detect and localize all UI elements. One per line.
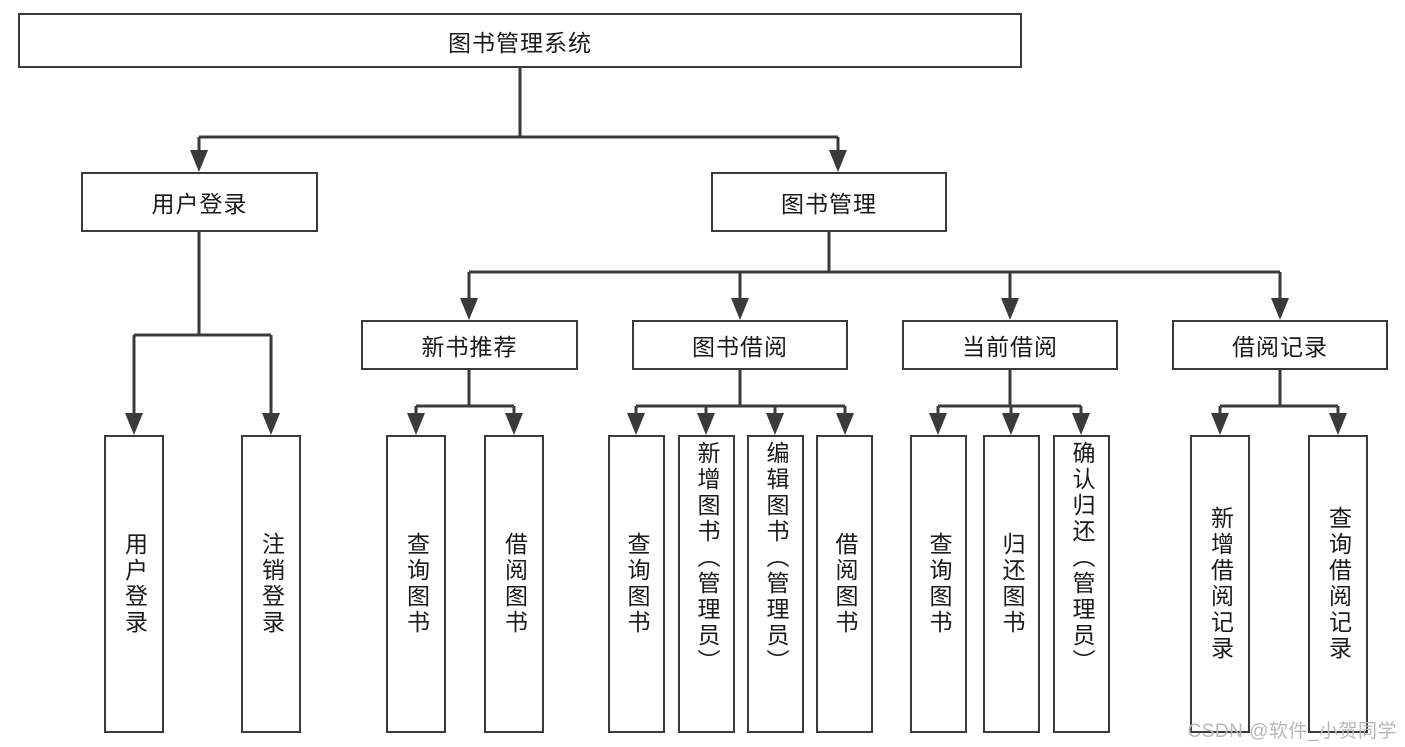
node-label: 借阅记录 — [1232, 334, 1328, 360]
arrowhead-icon — [505, 413, 523, 435]
node-leaf-borrow-book-1: 借阅图书 — [484, 435, 544, 733]
node-borrow-record: 借阅记录 — [1172, 320, 1388, 370]
node-label: 图书管理 — [781, 191, 877, 217]
node-label: 新增借阅记录 — [1207, 506, 1234, 662]
node-leaf-query-book-1: 查询图书 — [386, 435, 446, 733]
arrowhead-icon — [697, 413, 715, 435]
node-leaf-add-borrow-record: 新增借阅记录 — [1190, 435, 1250, 733]
node-label: 编辑图书（管理员） — [763, 441, 789, 675]
node-label: 归还图书 — [999, 532, 1025, 636]
node-label: 确认归还（管理员） — [1069, 441, 1095, 675]
node-label: 查询借阅记录 — [1325, 506, 1352, 662]
arrowhead-icon — [1072, 413, 1090, 435]
node-leaf-user-login: 用户登录 — [104, 435, 164, 733]
arrowhead-icon — [1329, 413, 1347, 435]
node-leaf-query-book-2: 查询图书 — [608, 435, 665, 733]
node-label: 新增图书（管理员） — [694, 441, 720, 675]
arrowhead-icon — [731, 298, 749, 320]
node-label: 查询图书 — [403, 532, 430, 636]
node-label: 图书管理系统 — [448, 29, 592, 56]
node-leaf-logout-login: 注销登录 — [241, 435, 301, 733]
node-label: 借阅图书 — [832, 532, 858, 636]
arrowhead-icon — [460, 298, 478, 320]
node-book-manage: 图书管理 — [711, 172, 947, 232]
arrowhead-icon — [829, 150, 847, 172]
node-label: 新书推荐 — [421, 334, 518, 360]
node-label: 当前借阅 — [962, 334, 1058, 360]
node-label: 查询图书 — [926, 532, 952, 636]
arrowhead-icon — [766, 413, 784, 435]
node-label: 注销登录 — [258, 532, 285, 636]
arrowhead-icon — [836, 413, 854, 435]
node-label: 用户登录 — [121, 532, 148, 636]
node-label: 图书借阅 — [692, 334, 788, 360]
arrowhead-icon — [1001, 298, 1019, 320]
arrowhead-icon — [407, 413, 425, 435]
node-label: 查询图书 — [624, 532, 650, 636]
arrowhead-icon — [627, 413, 645, 435]
node-label: 用户登录 — [151, 191, 248, 217]
node-root: 图书管理系统 — [18, 13, 1022, 68]
arrowhead-icon — [929, 413, 947, 435]
node-leaf-return-book: 归还图书 — [983, 435, 1040, 733]
watermark: CSDN @软件_小贺同学 — [1187, 721, 1397, 742]
node-user-login: 用户登录 — [81, 172, 318, 232]
node-book-borrow: 图书借阅 — [632, 320, 848, 370]
node-current-borrow: 当前借阅 — [902, 320, 1118, 370]
arrowhead-icon — [262, 413, 280, 435]
node-label: 借阅图书 — [501, 532, 528, 636]
node-leaf-query-book-3: 查询图书 — [910, 435, 967, 733]
arrowhead-icon — [1002, 413, 1020, 435]
node-leaf-add-book-admin: 新增图书（管理员） — [678, 435, 735, 733]
node-leaf-edit-book-admin: 编辑图书（管理员） — [747, 435, 804, 733]
arrowhead-icon — [1211, 413, 1229, 435]
arrowhead-icon — [190, 150, 208, 172]
node-new-book-recommend: 新书推荐 — [361, 320, 578, 370]
arrowhead-icon — [125, 413, 143, 435]
node-leaf-borrow-book-2: 借阅图书 — [816, 435, 873, 733]
node-leaf-query-borrow-record: 查询借阅记录 — [1308, 435, 1368, 733]
arrowhead-icon — [1271, 298, 1289, 320]
node-leaf-confirm-return-admin: 确认归还（管理员） — [1053, 435, 1110, 733]
